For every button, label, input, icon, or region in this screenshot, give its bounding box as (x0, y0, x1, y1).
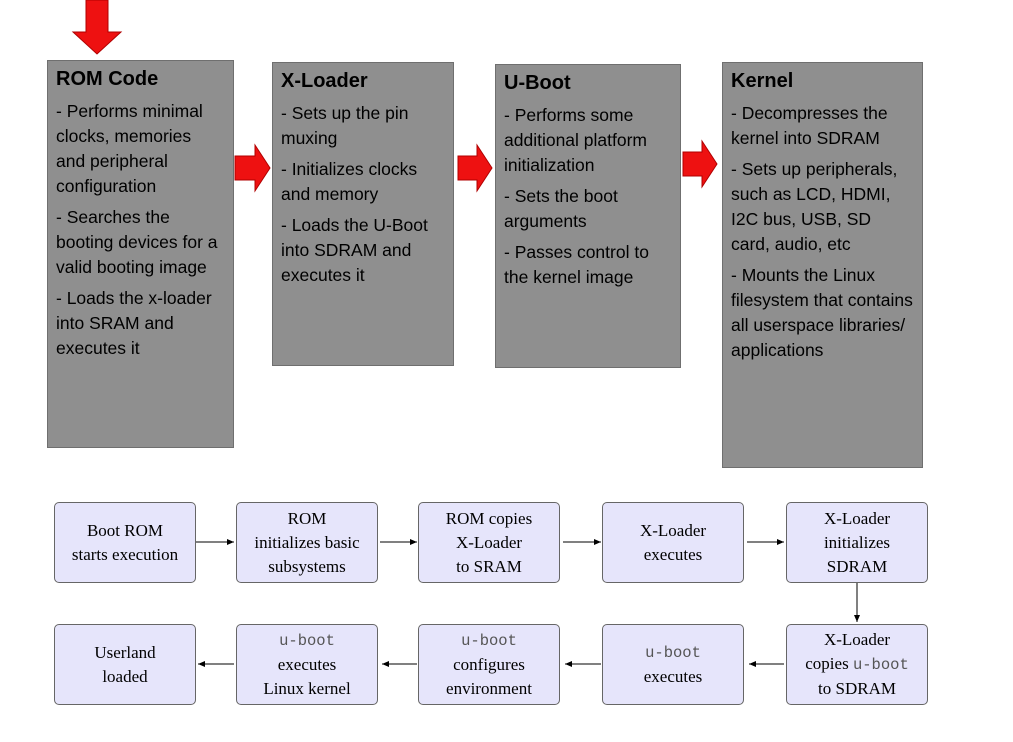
flow-step-text: initializes basic (254, 532, 360, 552)
flow-step-text: configures (453, 655, 525, 674)
flow-step-text: to SDRAM (818, 679, 896, 698)
flow-step-text: X-Loader (823, 508, 891, 528)
flow-step-text: loaded (102, 666, 148, 686)
flow-step-line: Boot ROM (87, 519, 163, 543)
flow-step-line: X-Loader (824, 507, 890, 531)
flow-step-text: Boot ROM (86, 520, 164, 540)
flow-step-line: Userland (94, 641, 155, 665)
flow-step-line: initializes (824, 531, 890, 555)
stage-item: - Sets up peripherals, such as LCD, HDMI… (731, 159, 898, 254)
flow-step-box: ROM initializes basic subsystems (236, 502, 378, 583)
flow-step-line: Linux kernel (263, 677, 350, 701)
flow-step-line: ROM (288, 507, 327, 531)
flow-step-line: ROM copies (446, 507, 532, 531)
stage-kernel: Kernel - Decompresses the kernel into SD… (722, 62, 923, 468)
flow-step-text: executes (277, 655, 337, 674)
flow-step-line: X-Loader (824, 628, 890, 652)
right-arrow-icon-1 (234, 143, 271, 193)
flow-step-text: X-Loader (823, 630, 891, 649)
flow-step-text: executes (643, 667, 703, 686)
stage-item: - Searches the booting devices for a val… (56, 207, 218, 277)
stage-title: ROM Code (56, 68, 159, 90)
flow-step-line: environment (446, 677, 532, 701)
stage-item: - Loads the U-Boot into SDRAM and execut… (281, 215, 428, 285)
flow-step-line: to SDRAM (818, 677, 896, 701)
flow-step-box: u-boot executes (602, 624, 744, 705)
flow-step-text: to SRAM (456, 556, 522, 576)
flow-step-line: executes (278, 653, 337, 677)
stage-x-loader: X-Loader - Sets up the pin muxing - Init… (272, 62, 454, 366)
flow-step-code: u-boot (645, 644, 701, 662)
flow-step-line: configures (453, 653, 525, 677)
stage-item: - Performs some additional platform init… (504, 105, 647, 175)
flow-step-line: X-Loader (640, 519, 706, 543)
stage-item: - Sets up the pin muxing (281, 103, 409, 148)
flow-step-text: copies (805, 654, 853, 673)
flow-step-text: Userland (94, 642, 156, 662)
flow-step-text: SDRAM (826, 556, 888, 576)
flow-step-text: X-Loader (639, 520, 707, 540)
flow-step-line: SDRAM (827, 555, 887, 579)
flow-step-code: u-boot (852, 656, 909, 674)
flow-step-line: subsystems (268, 555, 345, 579)
flow-step-code: u-boot (461, 632, 517, 650)
stage-title: X-Loader (281, 70, 368, 92)
stage-item: - Mounts the Linux filesystem that conta… (731, 265, 913, 360)
flow-step-line: starts execution (72, 543, 178, 567)
stage-item: - Loads the x-loader into SRAM and execu… (56, 288, 212, 358)
flow-step-text: Linux kernel (263, 679, 351, 698)
flow-step-text: subsystems (268, 556, 346, 576)
flow-step-line: executes (644, 543, 703, 567)
stage-title: U-Boot (504, 72, 571, 94)
stage-item: - Sets the boot arguments (504, 186, 618, 231)
right-arrow-icon-3 (682, 139, 718, 189)
flow-step-box: X-Loader executes (602, 502, 744, 583)
stage-item: - Decompresses the kernel into SDRAM (731, 103, 888, 148)
flow-step-text: executes (643, 544, 703, 564)
start-down-arrow-icon (71, 0, 123, 55)
right-arrow-icon-2 (457, 143, 493, 193)
flow-step-box: Boot ROM starts execution (54, 502, 196, 583)
flow-step-line: executes (644, 665, 703, 689)
stage-rom-code: ROM Code - Performs minimal clocks, memo… (47, 60, 234, 448)
flow-step-code: u-boot (279, 632, 335, 650)
flow-step-line: loaded (102, 665, 147, 689)
flow-step-box: Userland loaded (54, 624, 196, 705)
flow-step-text: initializes (823, 532, 891, 552)
flow-step-text: X-Loader (455, 532, 523, 552)
flow-step-text: starts execution (71, 544, 179, 564)
flow-step-text: environment (446, 679, 532, 698)
flow-step-line: X-Loader (456, 531, 522, 555)
flow-step-line: u-boot (645, 640, 701, 665)
flow-step-text: ROM copies (445, 508, 533, 528)
stage-item: - Performs minimal clocks, memories and … (56, 101, 203, 196)
flow-step-line: initializes basic (254, 531, 359, 555)
flow-step-text: ROM (287, 508, 327, 528)
flow-step-line: u-boot (279, 628, 335, 653)
stage-item: - Initializes clocks and memory (281, 159, 418, 204)
flow-step-line: copies u-boot (805, 652, 909, 677)
stage-title: Kernel (731, 70, 794, 92)
stage-u-boot: U-Boot - Performs some additional platfo… (495, 64, 681, 368)
flow-step-box: X-Loader copies u-boot to SDRAM (786, 624, 928, 705)
flow-step-line: to SRAM (456, 555, 522, 579)
flow-step-box: u-boot configures environment (418, 624, 560, 705)
stage-item: - Passes control to the kernel image (504, 242, 649, 287)
flow-step-line: u-boot (461, 628, 517, 653)
